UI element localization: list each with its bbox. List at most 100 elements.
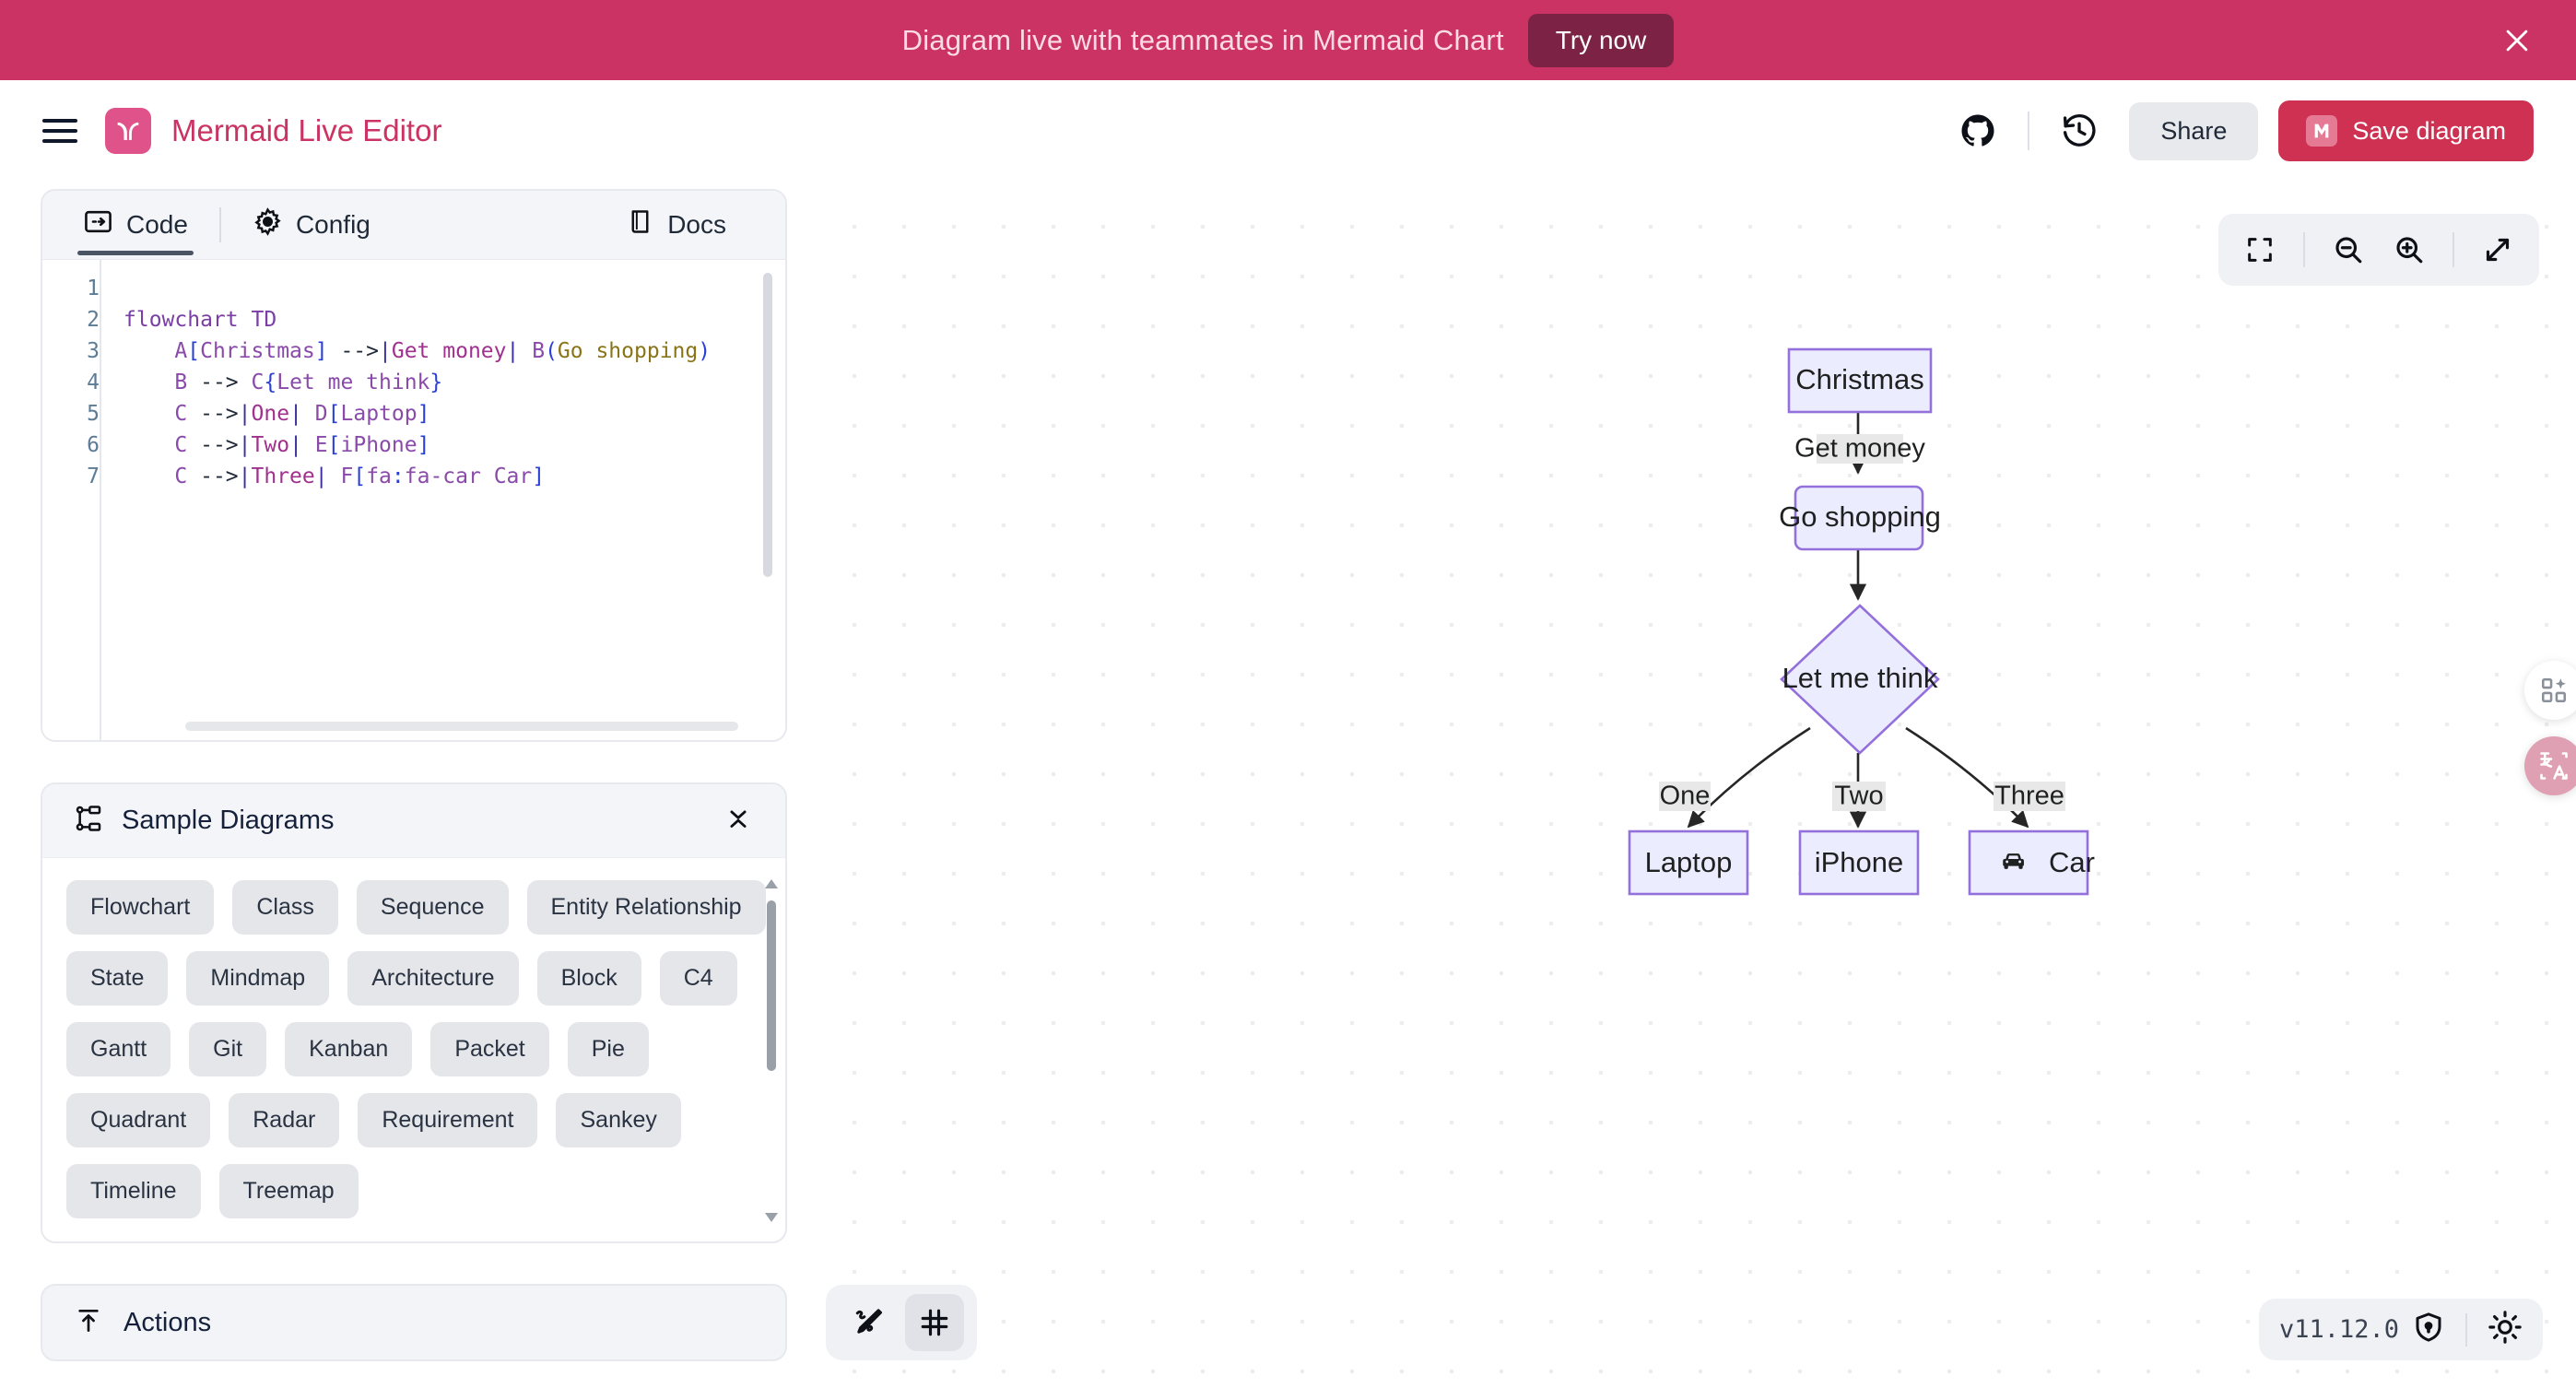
sample-chip-state[interactable]: State — [66, 951, 169, 1006]
mermaid-logo-icon[interactable] — [105, 108, 151, 154]
save-diagram-button[interactable]: Save diagram — [2278, 100, 2534, 161]
sample-chip-architecture[interactable]: Architecture — [347, 951, 519, 1006]
floating-buttons — [2524, 661, 2576, 795]
promo-banner: Diagram live with teammates in Mermaid C… — [0, 0, 2576, 80]
code-arrow-icon — [83, 206, 113, 243]
tab-docs[interactable]: Docs — [604, 191, 748, 259]
sample-chip-radar[interactable]: Radar — [229, 1093, 340, 1147]
sample-chip-sankey[interactable]: Sankey — [556, 1093, 681, 1147]
node-iphone-label: iPhone — [1815, 846, 1904, 878]
sample-chip-quadrant[interactable]: Quadrant — [66, 1093, 211, 1147]
github-icon[interactable] — [1952, 105, 2004, 157]
share-button[interactable]: Share — [2129, 101, 2259, 160]
book-icon — [626, 207, 654, 242]
node-let-me-think-shape — [1780, 604, 1940, 755]
editor-vertical-scrollbar[interactable] — [763, 273, 772, 577]
sample-chip-requirement[interactable]: Requirement — [358, 1093, 538, 1147]
pencil-sketch-icon[interactable] — [839, 1294, 898, 1351]
node-christmas[interactable]: Christmas — [1787, 347, 1933, 414]
sample-chip-mindmap[interactable]: Mindmap — [186, 951, 330, 1006]
tab-code[interactable]: Code — [61, 191, 210, 259]
toolbar-divider-1 — [2303, 232, 2305, 267]
try-now-button[interactable]: Try now — [1527, 13, 1675, 67]
sample-chip-block[interactable]: Block — [536, 951, 641, 1006]
app-header: Mermaid Live Editor Share Save diagram — [0, 80, 2576, 182]
code-content[interactable]: flowchart TD A[Christmas] -->|Get money|… — [100, 260, 785, 740]
tab-divider — [218, 207, 221, 242]
node-go-shopping[interactable]: Go shopping — [1779, 485, 1941, 551]
export-upload-icon — [74, 1306, 103, 1340]
node-let-me-think[interactable]: Let me think — [1780, 604, 1940, 755]
edge-label-two-text: Two — [1834, 782, 1883, 811]
tab-config[interactable]: Config — [230, 191, 393, 259]
mode-toolbar — [826, 1285, 977, 1360]
edge-c-f — [1905, 726, 2029, 829]
sample-diagrams-title: Sample Diagrams — [122, 806, 335, 835]
edge-label-three-text: Three — [1994, 782, 2064, 811]
fit-brackets-icon[interactable] — [2231, 223, 2288, 276]
toolbar-divider-2 — [2452, 232, 2454, 267]
sample-chip-list: Flowchart Class Sequence Entity Relation… — [66, 880, 776, 1218]
node-christmas-shape — [1787, 347, 1933, 414]
zoom-in-icon[interactable] — [2381, 223, 2438, 276]
sample-diagrams-header[interactable]: Sample Diagrams — [42, 784, 785, 858]
save-diagram-label: Save diagram — [2352, 116, 2506, 145]
node-let-me-think-label: Let me think — [1782, 662, 1938, 694]
node-car[interactable]: Car — [1968, 829, 2095, 896]
expand-diagonal-icon[interactable] — [2469, 223, 2526, 276]
page-title: Mermaid Live Editor — [171, 113, 442, 147]
translate-icon[interactable] — [2524, 736, 2576, 795]
gear-icon — [253, 206, 283, 243]
sample-chip-c4[interactable]: C4 — [659, 951, 737, 1006]
samples-scroll-thumb[interactable] — [767, 900, 776, 1071]
sample-chip-kanban[interactable]: Kanban — [285, 1022, 413, 1076]
sample-chip-sequence[interactable]: Sequence — [356, 880, 509, 935]
editor-horizontal-scrollbar[interactable] — [185, 722, 738, 731]
sparkle-grid-icon[interactable] — [2524, 661, 2576, 720]
diagram-canvas[interactable]: Christmas Get money Go shopping Let me t… — [811, 182, 2576, 1388]
status-bar: v11.12.0 — [2258, 1299, 2543, 1360]
sample-chip-packet[interactable]: Packet — [430, 1022, 549, 1076]
edge-c-d — [1687, 726, 1811, 829]
sample-chip-timeline[interactable]: Timeline — [66, 1164, 201, 1218]
mermaid-chart-icon — [2306, 115, 2338, 147]
tab-code-label: Code — [126, 210, 188, 239]
chevron-expand-icon[interactable] — [723, 800, 754, 841]
edge-label-one: One — [1659, 782, 1711, 811]
scroll-down-arrow-icon — [765, 1213, 778, 1222]
close-icon[interactable] — [2499, 22, 2535, 59]
sample-chip-class[interactable]: Class — [232, 880, 338, 935]
actions-card[interactable]: Actions — [41, 1284, 787, 1361]
header-divider — [2028, 112, 2030, 150]
hamburger-menu-icon[interactable] — [42, 112, 77, 149]
sun-icon[interactable] — [2488, 1310, 2523, 1349]
scroll-up-arrow-icon — [765, 879, 778, 888]
shield-lock-icon[interactable] — [2412, 1311, 2445, 1348]
history-clock-icon[interactable] — [2053, 105, 2105, 157]
sample-chip-pie[interactable]: Pie — [567, 1022, 649, 1076]
sample-chip-flowchart[interactable]: Flowchart — [66, 880, 215, 935]
left-panel: Code Config Docs — [41, 189, 787, 1361]
sample-chip-entity-relationship[interactable]: Entity Relationship — [526, 880, 766, 935]
node-laptop-shape — [1628, 829, 1749, 896]
node-iphone[interactable]: iPhone — [1798, 829, 1920, 896]
node-iphone-shape — [1798, 829, 1920, 896]
sample-diagrams-body: Flowchart Class Sequence Entity Relation… — [42, 858, 785, 1241]
tab-config-label: Config — [295, 210, 371, 239]
banner-text: Diagram live with teammates in Mermaid C… — [901, 23, 1504, 56]
car-icon — [2003, 853, 2024, 869]
tab-docs-label: Docs — [667, 210, 726, 239]
sample-chip-gantt[interactable]: Gantt — [66, 1022, 171, 1076]
code-editor-card: Code Config Docs — [41, 189, 787, 742]
sample-chip-git[interactable]: Git — [189, 1022, 267, 1076]
edge-label-two: Two — [1832, 782, 1886, 811]
zoom-out-icon[interactable] — [2320, 223, 2377, 276]
version-label: v11.12.0 — [2278, 1315, 2399, 1344]
grid-icon[interactable] — [905, 1294, 964, 1351]
sample-chip-treemap[interactable]: Treemap — [218, 1164, 359, 1218]
node-laptop-label: Laptop — [1645, 846, 1733, 878]
node-laptop[interactable]: Laptop — [1628, 829, 1749, 896]
samples-scrollbar[interactable] — [765, 878, 778, 1223]
